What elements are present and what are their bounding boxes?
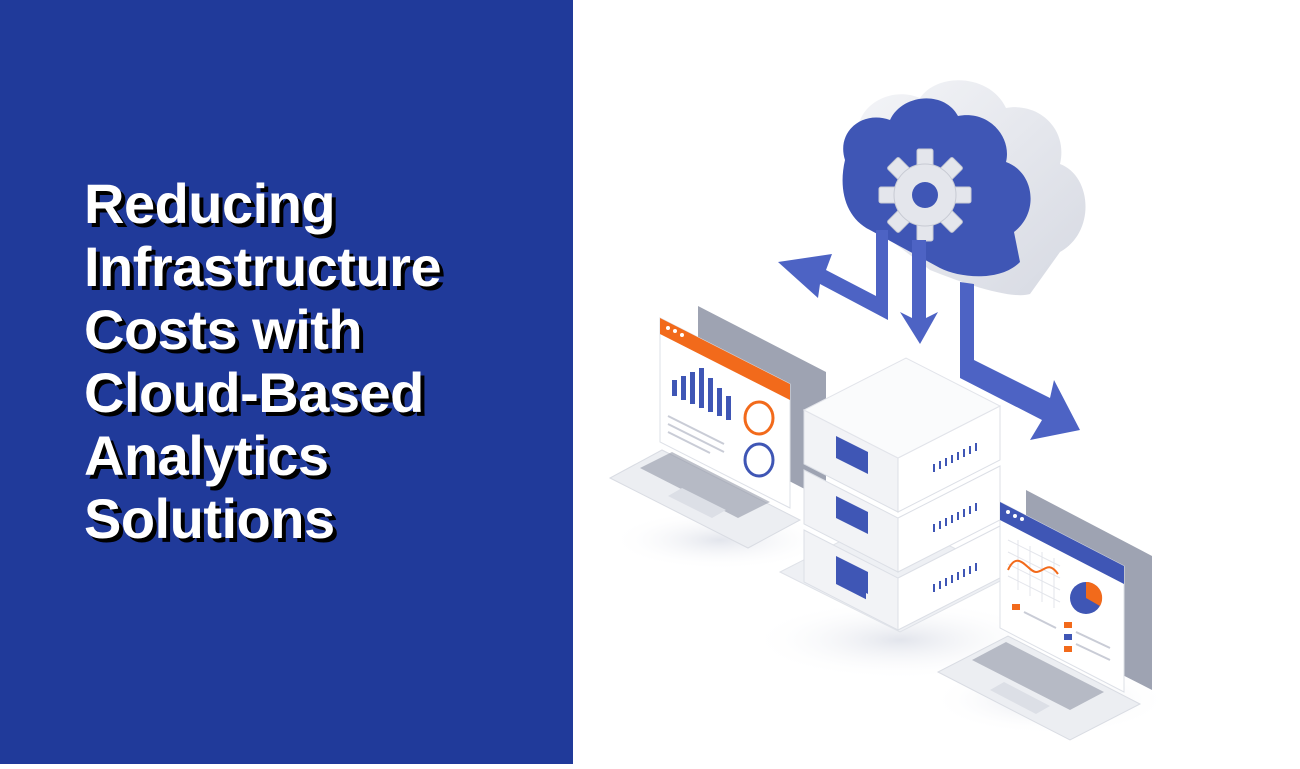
title-line-4: Cloud-Based	[84, 361, 424, 424]
title-line-2: Infrastructure	[84, 235, 442, 298]
cloud-analytics-illustration	[573, 0, 1300, 764]
laptop-line-chart-icon	[936, 490, 1152, 741]
title-line-1: Reducing	[84, 172, 336, 235]
title-line-6: Solutions	[84, 487, 335, 550]
laptop-bar-chart-icon	[608, 306, 826, 549]
page-title: Reducing Infrastructure Costs with Cloud…	[84, 172, 442, 550]
title-panel: Reducing Infrastructure Costs with Cloud…	[0, 0, 573, 764]
title-line-3: Costs with	[84, 298, 363, 361]
title-line-5: Analytics	[84, 424, 329, 487]
server-stack-icon	[778, 357, 1012, 633]
arrow-icon	[778, 230, 1080, 440]
